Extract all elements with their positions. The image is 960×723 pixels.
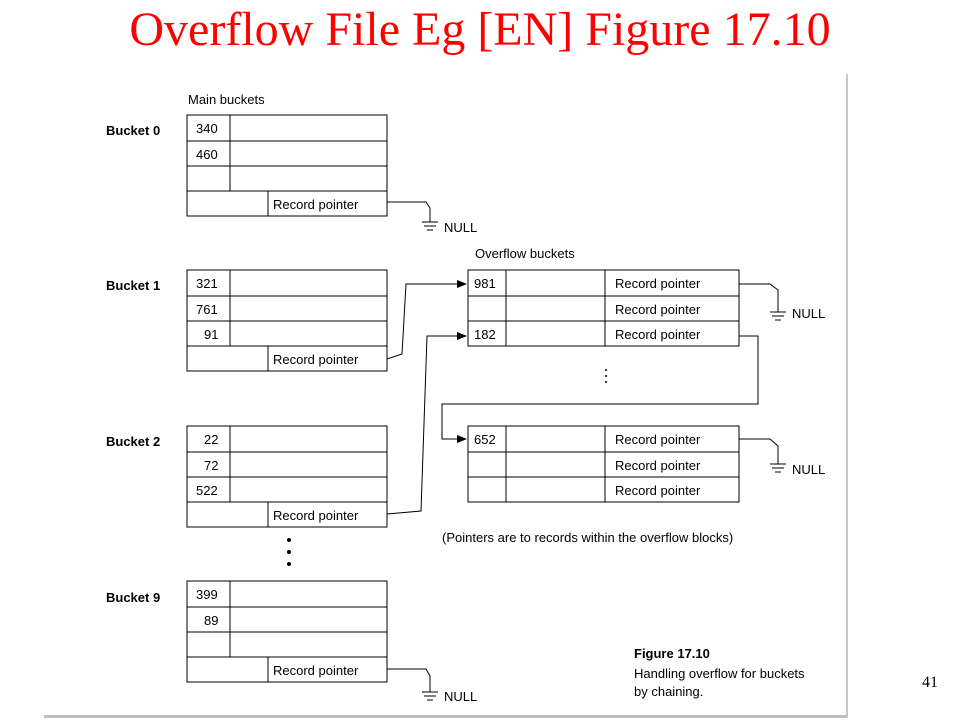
record-pointer-label: Record pointer [615, 276, 701, 291]
record-pointer-label: Record pointer [615, 432, 701, 447]
record-key: 761 [196, 302, 218, 317]
null-terminator: NULL [739, 438, 825, 477]
record-key: 89 [204, 613, 218, 628]
figure-edge [44, 715, 846, 718]
null-terminator: NULL [739, 283, 825, 321]
record-pointer-label: Record pointer [273, 352, 359, 367]
record-key: 522 [196, 483, 218, 498]
overflow-note: (Pointers are to records within the over… [442, 530, 733, 545]
bucket-9: Bucket 9 399 89 Record pointer [106, 580, 388, 683]
null-terminator: NULL [387, 668, 477, 704]
null-label: NULL [444, 220, 477, 235]
record-pointer-label: Record pointer [615, 327, 701, 342]
bucket-0-label: Bucket 0 [106, 123, 160, 138]
record-key: 460 [196, 147, 218, 162]
overflow-buckets-heading: Overflow buckets [475, 246, 575, 261]
record-key: 321 [196, 276, 218, 291]
record-key: 981 [474, 276, 496, 291]
page-number: 41 [922, 674, 938, 691]
main-buckets-heading: Main buckets [188, 92, 265, 107]
overflow-ellipsis [605, 369, 607, 383]
record-key: 72 [204, 458, 218, 473]
record-pointer-label: Record pointer [273, 508, 359, 523]
figure-caption-title: Figure 17.10 [634, 646, 710, 661]
bucket-2: Bucket 2 22 72 522 Record pointer [106, 425, 388, 528]
bucket-0: Bucket 0 340 460 Record pointer [106, 114, 388, 217]
record-pointer-label: Record pointer [615, 302, 701, 317]
record-pointer-label: Record pointer [273, 663, 359, 678]
figure-edge [846, 74, 848, 718]
null-label: NULL [792, 306, 825, 321]
slide-title: Overflow File Eg [EN] Figure 17.10 [129, 3, 831, 56]
figure-caption-line: Handling overflow for buckets [634, 666, 805, 681]
pointer-arrow [386, 332, 467, 515]
bucket-2-label: Bucket 2 [106, 434, 160, 449]
pointer-arrow [386, 280, 467, 360]
record-pointer-label: Record pointer [615, 483, 701, 498]
record-pointer-label: Record pointer [615, 458, 701, 473]
record-key: 652 [474, 432, 496, 447]
bucket-ellipsis [287, 538, 291, 566]
record-key: 182 [474, 327, 496, 342]
overflow-block-2: 652 Record pointer Record pointer Record… [467, 425, 740, 503]
record-pointer-label: Record pointer [273, 197, 359, 212]
record-key: 399 [196, 587, 218, 602]
figure-panel: Main buckets Overflow buckets Bucket 0 3… [44, 74, 846, 718]
record-key: 91 [204, 327, 218, 342]
record-key: 340 [196, 121, 218, 136]
bucket-9-label: Bucket 9 [106, 590, 160, 605]
pointer-arrow [441, 335, 759, 443]
figure-caption-line: by chaining. [634, 684, 703, 699]
null-label: NULL [792, 462, 825, 477]
bucket-1: Bucket 1 321 761 91 Record pointer [106, 269, 388, 372]
null-label: NULL [444, 689, 477, 704]
record-key: 22 [204, 432, 218, 447]
overflow-block-1: 981 182 Record pointer Record pointer Re… [467, 269, 740, 347]
null-terminator: NULL [387, 201, 477, 235]
bucket-1-label: Bucket 1 [106, 278, 160, 293]
